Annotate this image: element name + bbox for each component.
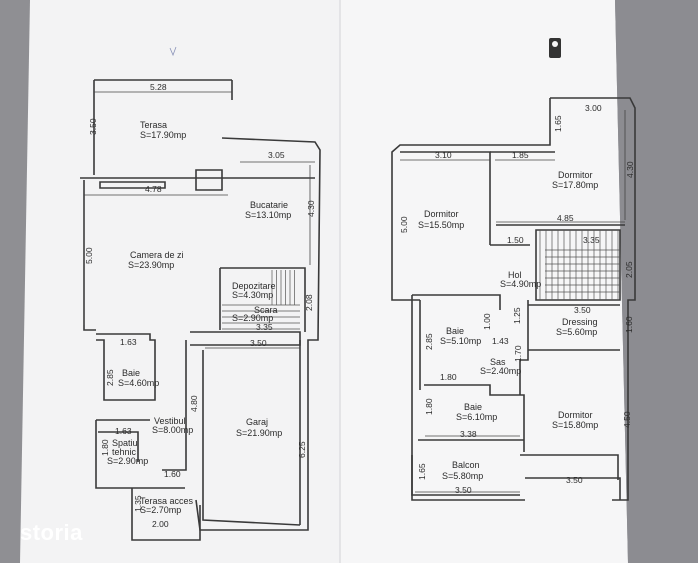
dim-1-43: 1.43 <box>492 336 509 346</box>
room-area-vestibul: S=8.00mp <box>152 425 193 435</box>
room-area-dormitor-3: S=15.80mp <box>552 420 598 430</box>
dim-3-50: 3.50 <box>250 338 267 348</box>
room-label-terasa-acces: Terasa acces <box>140 496 194 506</box>
dim-1-35: 1.35 <box>133 495 143 512</box>
dim-1-00: 1.00 <box>482 313 492 330</box>
dim-3-50-balcon: 3.50 <box>455 485 472 495</box>
dim-1-25: 1.25 <box>512 307 522 324</box>
room-label-garaj: Garaj <box>246 417 268 427</box>
dim-2-08: 2.08 <box>304 294 314 311</box>
left-sheet <box>20 0 340 563</box>
dim-1-65-top: 1.65 <box>553 115 563 132</box>
dim-1-80: 1.80 <box>100 439 110 456</box>
stamp-mark-icon <box>549 38 561 58</box>
room-area-terasa: S=17.90mp <box>140 130 186 140</box>
dim-4-30: 4.30 <box>625 161 635 178</box>
room-label-dormitor-3: Dormitor <box>558 410 593 420</box>
room-label-dormitor-2: Dormitor <box>424 209 459 219</box>
dim-4-30: 4.30 <box>306 200 316 217</box>
room-area-spatiu-tehnic: S=2.90mp <box>107 456 148 466</box>
ground-floor-stairs <box>222 270 300 330</box>
dim-4-78: 4.78 <box>145 184 162 194</box>
upper-floor-walls <box>391 97 636 501</box>
dim-1-63-top: 1.63 <box>120 337 137 347</box>
dim-2-85: 2.85 <box>105 369 115 386</box>
dim-3-50-right: 3.50 <box>566 475 583 485</box>
room-area-dressing: S=5.60mp <box>556 327 597 337</box>
ground-floor-walls <box>80 79 321 541</box>
room-area-dormitor-1: S=17.80mp <box>552 180 598 190</box>
room-area-baie-1: S=5.10mp <box>440 336 481 346</box>
ground-floor-room-labels: Terasa S=17.90mp Bucatarie S=13.10mp Cam… <box>107 120 291 515</box>
dim-2-00: 2.00 <box>152 519 169 529</box>
room-label-spatiu: Spatiu <box>112 438 138 448</box>
room-area-depozitare: S=4.30mp <box>232 290 273 300</box>
dim-3-50-dressing: 3.50 <box>574 305 591 315</box>
room-area-balcon: S=5.80mp <box>442 471 483 481</box>
room-area-dormitor-2: S=15.50mp <box>418 220 464 230</box>
dim-5-00: 5.00 <box>84 247 94 264</box>
dim-3-50-vertical: 3.50 <box>88 118 98 135</box>
pen-tick-icon <box>169 46 177 57</box>
dim-4-85: 4.85 <box>557 213 574 223</box>
dim-1-60: 1.60 <box>624 316 634 333</box>
dim-2-85: 2.85 <box>424 333 434 350</box>
dim-3-35: 3.35 <box>583 235 600 245</box>
dim-4-50: 4.50 <box>622 411 632 428</box>
dim-5-28: 5.28 <box>150 82 167 92</box>
room-area-sas: S=2.40mp <box>480 366 521 376</box>
room-area-garaj: S=21.90mp <box>236 428 282 438</box>
dim-1-80-horizontal: 1.80 <box>440 372 457 382</box>
dim-6-25: 6.25 <box>297 441 307 458</box>
dim-1-80-vertical: 1.80 <box>424 398 434 415</box>
room-label-scara: Scara <box>254 305 278 315</box>
room-label-vestibul: Vestibul <box>154 416 186 426</box>
dim-3-10: 3.10 <box>435 150 452 160</box>
room-label-dressing: Dressing <box>562 317 598 327</box>
room-area-bucatarie: S=13.10mp <box>245 210 291 220</box>
room-area-baie: S=4.60mp <box>118 378 159 388</box>
room-label-depozitare: Depozitare <box>232 281 276 291</box>
room-label-tehnic: tehnic <box>112 447 137 457</box>
dim-3-05: 3.05 <box>268 150 285 160</box>
room-area-scara: S=2.90mp <box>232 313 273 323</box>
room-label-balcon: Balcon <box>452 460 480 470</box>
room-label-baie-2: Baie <box>464 402 482 412</box>
dim-2-05: 2.05 <box>624 261 634 278</box>
dim-1-60: 1.60 <box>164 469 181 479</box>
dim-3-00: 3.00 <box>585 103 602 113</box>
storia-watermark: storia <box>20 520 83 545</box>
room-label-baie-1: Baie <box>446 326 464 336</box>
dim-1-65-bottom: 1.65 <box>417 463 427 480</box>
room-area-terasa-acces: S=2.70mp <box>140 505 181 515</box>
room-label-dormitor-1: Dormitor <box>558 170 593 180</box>
dim-4-80: 4.80 <box>189 395 199 412</box>
dim-1-63-bottom: 1.63 <box>115 426 132 436</box>
dim-1-70: 1.70 <box>513 345 523 362</box>
room-label-camera-de-zi: Camera de zi <box>130 250 184 260</box>
room-area-hol: S=4.90mp <box>500 279 541 289</box>
room-area-camera-de-zi: S=23.90mp <box>128 260 174 270</box>
room-label-terasa: Terasa <box>140 120 167 130</box>
dim-3-38: 3.38 <box>460 429 477 439</box>
room-label-sas: Sas <box>490 357 506 367</box>
dim-1-85: 1.85 <box>512 150 529 160</box>
room-label-hol: Hol <box>508 270 522 280</box>
ground-floor-dimension-labels: 5.28 3.50 3.05 4.78 4.30 5.00 2.08 3.35 … <box>84 82 316 529</box>
dim-1-50: 1.50 <box>507 235 524 245</box>
upper-floor-stairs <box>539 230 620 300</box>
room-area-baie-2: S=6.10mp <box>456 412 497 422</box>
dim-5-00: 5.00 <box>399 216 409 233</box>
upper-floor-room-labels: Dormitor S=17.80mp Dormitor S=15.50mp Ho… <box>418 170 598 481</box>
dimension-lines <box>83 91 626 493</box>
upper-floor-dimension-labels: 3.00 1.65 3.10 1.85 4.30 4.85 5.00 1.50 … <box>399 103 635 495</box>
dim-3-35: 3.35 <box>256 322 273 332</box>
room-label-baie: Baie <box>122 368 140 378</box>
room-label-bucatarie: Bucatarie <box>250 200 288 210</box>
